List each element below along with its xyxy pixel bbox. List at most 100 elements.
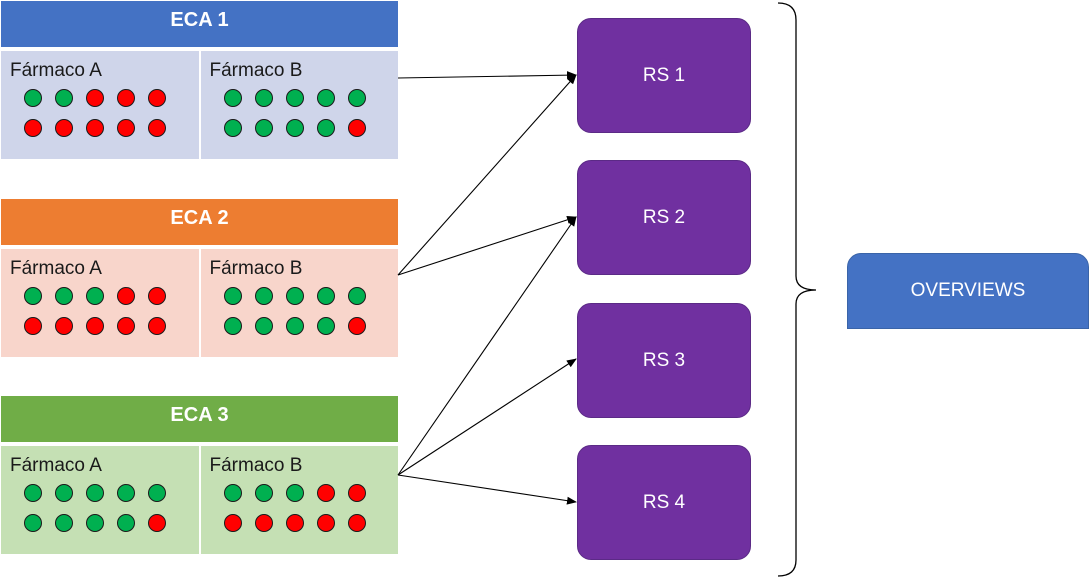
trial-eca-3: ECA 3 Fármaco A Fármaco B xyxy=(1,396,398,554)
unfavorable-outcome-dot xyxy=(148,287,166,305)
drug-cell-b: Fármaco B xyxy=(200,249,398,357)
favorable-outcome-dot xyxy=(316,119,335,137)
favorable-outcome-dot xyxy=(254,484,273,502)
connector-arrow xyxy=(397,74,577,276)
favorable-outcome-dot xyxy=(223,89,242,107)
trial-body: Fármaco A Fármaco B xyxy=(1,51,398,159)
trial-body: Fármaco A Fármaco B xyxy=(1,249,398,357)
favorable-outcome-dot xyxy=(86,484,104,502)
connector-arrow xyxy=(397,215,577,276)
outcome-dot-grid xyxy=(24,89,184,149)
unfavorable-outcome-dot xyxy=(148,89,166,107)
unfavorable-outcome-dot xyxy=(117,89,135,107)
favorable-outcome-dot xyxy=(55,514,73,532)
trial-header: ECA 2 xyxy=(1,199,398,245)
unfavorable-outcome-dot xyxy=(55,119,73,137)
favorable-outcome-dot xyxy=(254,119,273,137)
favorable-outcome-dot xyxy=(117,484,135,502)
favorable-outcome-dot xyxy=(285,119,304,137)
unfavorable-outcome-dot xyxy=(55,317,73,335)
favorable-outcome-dot xyxy=(24,89,42,107)
drug-label: Fármaco B xyxy=(209,455,303,476)
drug-label: Fármaco B xyxy=(209,258,303,279)
favorable-outcome-dot xyxy=(223,287,242,305)
overviews-box: OVERVIEWS xyxy=(847,253,1089,329)
favorable-outcome-dot xyxy=(55,89,73,107)
unfavorable-outcome-dot xyxy=(316,514,335,532)
favorable-outcome-dot xyxy=(55,287,73,305)
review-label: RS 3 xyxy=(642,349,686,371)
favorable-outcome-dot xyxy=(254,287,273,305)
unfavorable-outcome-dot xyxy=(148,317,166,335)
drug-label: Fármaco A xyxy=(10,60,102,81)
overviews-label: OVERVIEWS xyxy=(910,280,1026,301)
connector-arrow xyxy=(397,71,577,80)
trial-eca-2: ECA 2 Fármaco A Fármaco B xyxy=(1,199,398,357)
outcome-dot-grid xyxy=(223,89,384,149)
trial-eca-1: ECA 1 Fármaco A Fármaco B xyxy=(1,1,398,159)
favorable-outcome-dot xyxy=(24,287,42,305)
unfavorable-outcome-dot xyxy=(285,514,304,532)
outcome-dot-grid xyxy=(223,484,384,544)
review-box-rs-4: RS 4 xyxy=(577,445,751,560)
drug-cell-b: Fármaco B xyxy=(200,446,398,554)
unfavorable-outcome-dot xyxy=(86,317,104,335)
connector-arrow xyxy=(397,216,577,476)
review-box-rs-3: RS 3 xyxy=(577,303,751,418)
unfavorable-outcome-dot xyxy=(24,119,42,137)
favorable-outcome-dot xyxy=(24,514,42,532)
unfavorable-outcome-dot xyxy=(148,119,166,137)
favorable-outcome-dot xyxy=(117,514,135,532)
drug-cell-a: Fármaco A xyxy=(1,51,199,159)
outcome-dot-grid xyxy=(24,287,184,347)
review-label: RS 1 xyxy=(642,64,686,86)
trial-header: ECA 3 xyxy=(1,396,398,442)
favorable-outcome-dot xyxy=(316,89,335,107)
favorable-outcome-dot xyxy=(254,89,273,107)
trial-header: ECA 1 xyxy=(1,1,398,47)
unfavorable-outcome-dot xyxy=(86,89,104,107)
favorable-outcome-dot xyxy=(285,484,304,502)
drug-label: Fármaco B xyxy=(209,60,303,81)
outcome-dot-grid xyxy=(223,287,384,347)
trial-body: Fármaco A Fármaco B xyxy=(1,446,398,554)
unfavorable-outcome-dot xyxy=(117,317,135,335)
favorable-outcome-dot xyxy=(223,119,242,137)
unfavorable-outcome-dot xyxy=(347,317,366,335)
unfavorable-outcome-dot xyxy=(316,484,335,502)
drug-cell-b: Fármaco B xyxy=(200,51,398,159)
favorable-outcome-dot xyxy=(24,484,42,502)
unfavorable-outcome-dot xyxy=(254,514,273,532)
drug-cell-a: Fármaco A xyxy=(1,249,199,357)
outcome-dot-grid xyxy=(24,484,184,544)
connector-arrow xyxy=(397,474,577,505)
favorable-outcome-dot xyxy=(86,514,104,532)
favorable-outcome-dot xyxy=(316,287,335,305)
review-box-rs-1: RS 1 xyxy=(577,18,751,133)
favorable-outcome-dot xyxy=(86,287,104,305)
unfavorable-outcome-dot xyxy=(117,119,135,137)
unfavorable-outcome-dot xyxy=(86,119,104,137)
favorable-outcome-dot xyxy=(347,287,366,305)
favorable-outcome-dot xyxy=(148,484,166,502)
unfavorable-outcome-dot xyxy=(148,514,166,532)
favorable-outcome-dot xyxy=(347,89,366,107)
unfavorable-outcome-dot xyxy=(117,287,135,305)
favorable-outcome-dot xyxy=(254,317,273,335)
unfavorable-outcome-dot xyxy=(223,514,242,532)
drug-cell-a: Fármaco A xyxy=(1,446,199,554)
unfavorable-outcome-dot xyxy=(347,119,366,137)
drug-label: Fármaco A xyxy=(10,455,102,476)
connector-arrow xyxy=(397,358,577,476)
arrow-group xyxy=(397,71,577,505)
favorable-outcome-dot xyxy=(285,287,304,305)
unfavorable-outcome-dot xyxy=(24,317,42,335)
review-label: RS 2 xyxy=(642,206,686,228)
curly-brace xyxy=(777,2,817,577)
review-label: RS 4 xyxy=(642,491,686,513)
favorable-outcome-dot xyxy=(55,484,73,502)
unfavorable-outcome-dot xyxy=(347,514,366,532)
favorable-outcome-dot xyxy=(316,317,335,335)
drug-label: Fármaco A xyxy=(10,258,102,279)
